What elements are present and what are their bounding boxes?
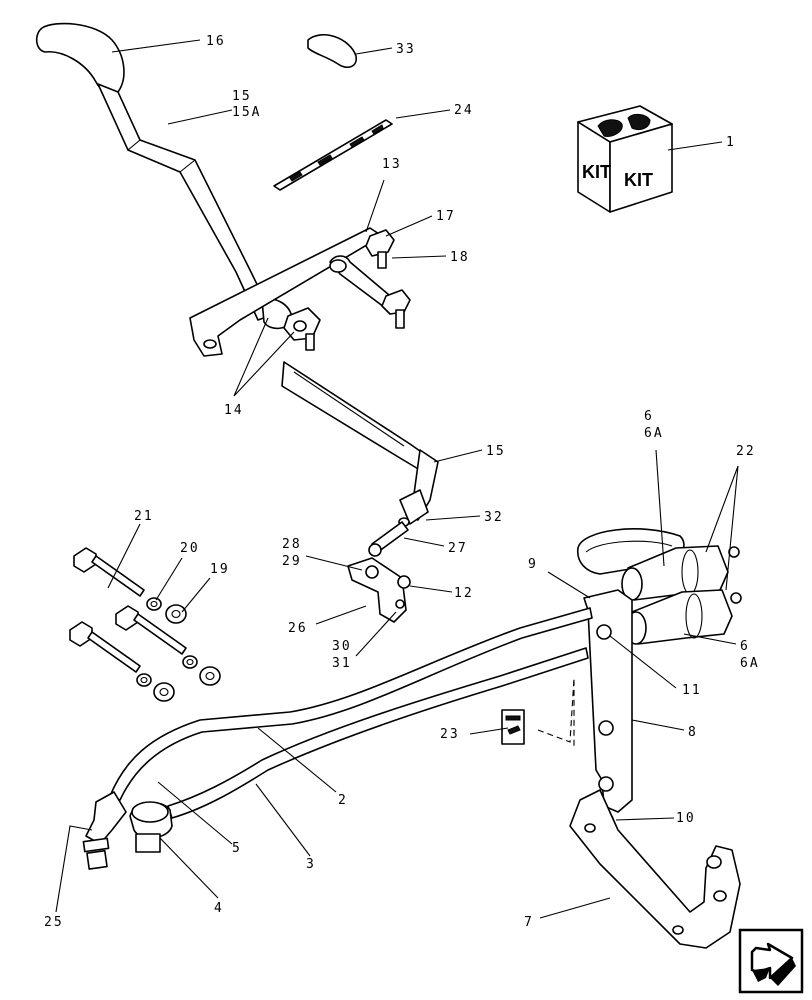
adapter-fitting-4 bbox=[129, 801, 173, 853]
callout-23: 23 bbox=[440, 727, 460, 742]
callout-8: 8 bbox=[688, 725, 698, 740]
callout-22: 22 bbox=[736, 444, 756, 459]
callout-15A: 15A bbox=[232, 105, 261, 120]
callout-29: 29 bbox=[282, 554, 302, 569]
callout-33: 33 bbox=[396, 42, 416, 57]
callout-6A-lower: 6A bbox=[740, 656, 760, 671]
callout-20: 20 bbox=[180, 541, 200, 556]
kit-box: KIT KIT bbox=[577, 105, 673, 213]
bolt-21-upper bbox=[73, 547, 145, 597]
callout-27: 27 bbox=[448, 541, 468, 556]
callout-2: 2 bbox=[338, 793, 348, 808]
bolt-21-lower bbox=[69, 621, 141, 673]
callout-10: 10 bbox=[676, 811, 696, 826]
callout-25: 25 bbox=[44, 915, 64, 930]
elbow-fitting-25 bbox=[82, 791, 127, 870]
callout-19: 19 bbox=[210, 562, 230, 577]
callout-26: 26 bbox=[288, 621, 308, 636]
callout-21: 21 bbox=[134, 509, 154, 524]
callout-13: 13 bbox=[382, 157, 402, 172]
callout-11: 11 bbox=[682, 683, 702, 698]
callout-labels: 16 33 15 15A 24 1 13 17 18 14 6 6A 22 15… bbox=[44, 34, 760, 930]
callout-12: 12 bbox=[454, 586, 474, 601]
leader-lines bbox=[55, 39, 739, 919]
washers-20 bbox=[136, 597, 198, 687]
callout-17: 17 bbox=[436, 209, 456, 224]
kit-label-right: KIT bbox=[624, 170, 653, 190]
next-page-button[interactable] bbox=[738, 928, 804, 994]
arrow-next-icon bbox=[750, 942, 796, 986]
rod-end-27 bbox=[368, 521, 409, 557]
bracket-26 bbox=[347, 557, 411, 623]
bracket-plate-8 bbox=[583, 589, 633, 828]
quick-coupler-upper bbox=[621, 545, 740, 601]
callout-3: 3 bbox=[306, 857, 316, 872]
callout-31: 31 bbox=[332, 656, 352, 671]
decal-23 bbox=[501, 709, 525, 745]
bolt-lower bbox=[381, 289, 411, 329]
tube-3 bbox=[167, 647, 589, 819]
callout-1: 1 bbox=[726, 135, 736, 150]
knob-cap bbox=[307, 34, 357, 69]
lever-handle-grip bbox=[35, 22, 125, 95]
kit-label-left: KIT bbox=[582, 162, 611, 182]
callout-30: 30 bbox=[332, 639, 352, 654]
callout-18: 18 bbox=[450, 250, 470, 265]
pivot-nut-14 bbox=[283, 307, 321, 351]
callout-14: 14 bbox=[224, 403, 244, 418]
callout-28: 28 bbox=[282, 537, 302, 552]
callout-6-upper: 6 bbox=[644, 409, 654, 424]
bolt-nut-17-18 bbox=[365, 229, 395, 269]
callout-9: 9 bbox=[528, 557, 538, 572]
callout-5: 5 bbox=[232, 841, 242, 856]
lever-bracket bbox=[189, 227, 383, 357]
mounting-bracket-7 bbox=[569, 789, 741, 949]
callout-32: 32 bbox=[484, 510, 504, 525]
bolt-21-middle bbox=[115, 605, 187, 655]
decal-strip bbox=[273, 119, 393, 191]
callout-4: 4 bbox=[214, 901, 224, 916]
tube-2 bbox=[109, 607, 593, 801]
callout-6-lower: 6 bbox=[740, 639, 750, 654]
callout-16: 16 bbox=[206, 34, 226, 49]
callout-15: 15 bbox=[232, 89, 252, 104]
callout-24: 24 bbox=[454, 103, 474, 118]
nuts-19 bbox=[153, 604, 221, 702]
callout-6A-upper: 6A bbox=[644, 426, 664, 441]
callout-7: 7 bbox=[524, 915, 534, 930]
callout-15-lower: 15 bbox=[486, 444, 506, 459]
